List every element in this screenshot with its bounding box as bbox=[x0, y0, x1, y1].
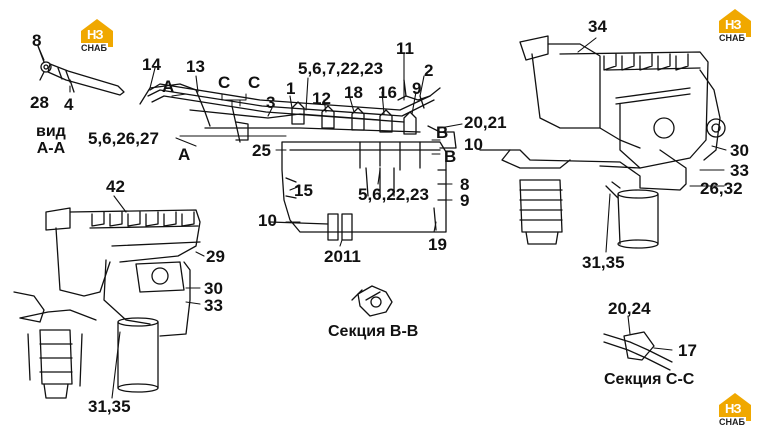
section-b-b-caption: Секция B-B bbox=[328, 323, 419, 340]
brand-logo: НЗ СНАБ bbox=[80, 18, 126, 54]
callout-14: 14 bbox=[142, 55, 161, 74]
section-b-b-detail bbox=[351, 285, 393, 317]
callout-33: 33 bbox=[730, 161, 749, 180]
callout-17: 17 bbox=[678, 341, 697, 360]
leader-lines bbox=[37, 37, 727, 399]
callout-13: 13 bbox=[186, 57, 205, 76]
section-c-c-caption: Секция C-C bbox=[604, 371, 695, 388]
callout-19: 19 bbox=[428, 235, 447, 254]
callout-4: 4 bbox=[64, 95, 74, 114]
callout-8: 8 bbox=[460, 175, 470, 194]
view-a-a-caption: вид А-А bbox=[36, 123, 66, 157]
brand-logo: НЗ СНАБ bbox=[718, 392, 764, 428]
section-b-marker: B bbox=[436, 123, 449, 142]
callout-11: 11 bbox=[396, 39, 414, 58]
callout-5-6-22-23: 5,6,22,23 bbox=[358, 185, 429, 204]
engine-block-center bbox=[139, 79, 457, 241]
callout-29: 29 bbox=[206, 247, 225, 266]
callout-26-32: 26,32 bbox=[700, 179, 743, 198]
section-c-marker: C bbox=[248, 73, 261, 92]
callout-5-6-7-22-23: 5,6,7,22,23 bbox=[298, 59, 384, 78]
callout-12: 12 bbox=[312, 89, 331, 108]
callout-25: 25 bbox=[252, 141, 271, 160]
house-logo-icon bbox=[719, 9, 751, 37]
callout-28: 28 bbox=[30, 93, 49, 112]
callout-10: 10 bbox=[258, 211, 277, 230]
callout-30: 30 bbox=[204, 279, 223, 298]
callout-34: 34 bbox=[588, 17, 607, 36]
callout-18: 18 bbox=[344, 83, 363, 102]
callout-1: 1 bbox=[286, 79, 296, 98]
section-a-marker: A bbox=[162, 77, 175, 96]
callout-3: 3 bbox=[266, 93, 276, 112]
callout-8: 8 bbox=[32, 31, 42, 50]
house-logo-icon bbox=[719, 393, 751, 421]
callout-20-24: 20,24 bbox=[608, 299, 651, 318]
callout-33: 33 bbox=[204, 296, 223, 315]
callout-20-11: 2011 bbox=[324, 247, 361, 266]
callout-9: 9 bbox=[460, 191, 470, 210]
section-a-marker: A bbox=[178, 145, 191, 164]
callout-20-21: 20,21 bbox=[464, 113, 507, 132]
callout-31-35: 31,35 bbox=[88, 397, 131, 416]
section-b-marker: B bbox=[444, 147, 457, 166]
fuel-pump-bottom-left bbox=[13, 207, 201, 399]
section-c-marker: C bbox=[218, 73, 231, 92]
callout-15: 15 bbox=[294, 181, 313, 200]
fuel-pump-top-right bbox=[479, 35, 726, 249]
callout-2: 2 bbox=[424, 61, 434, 80]
callout-16: 16 bbox=[378, 83, 397, 102]
brand-logo: НЗ СНАБ bbox=[718, 8, 764, 44]
callout-31-35: 31,35 bbox=[582, 253, 625, 272]
callout-9: 9 bbox=[412, 79, 422, 98]
callout-42: 42 bbox=[106, 177, 125, 196]
callout-5-6-26-27: 5,6,26,27 bbox=[88, 129, 159, 148]
house-logo-icon bbox=[81, 19, 113, 47]
section-c-c-detail bbox=[603, 331, 673, 371]
callout-30: 30 bbox=[730, 141, 749, 160]
section-markers bbox=[221, 93, 441, 155]
callout-10: 10 bbox=[464, 135, 483, 154]
